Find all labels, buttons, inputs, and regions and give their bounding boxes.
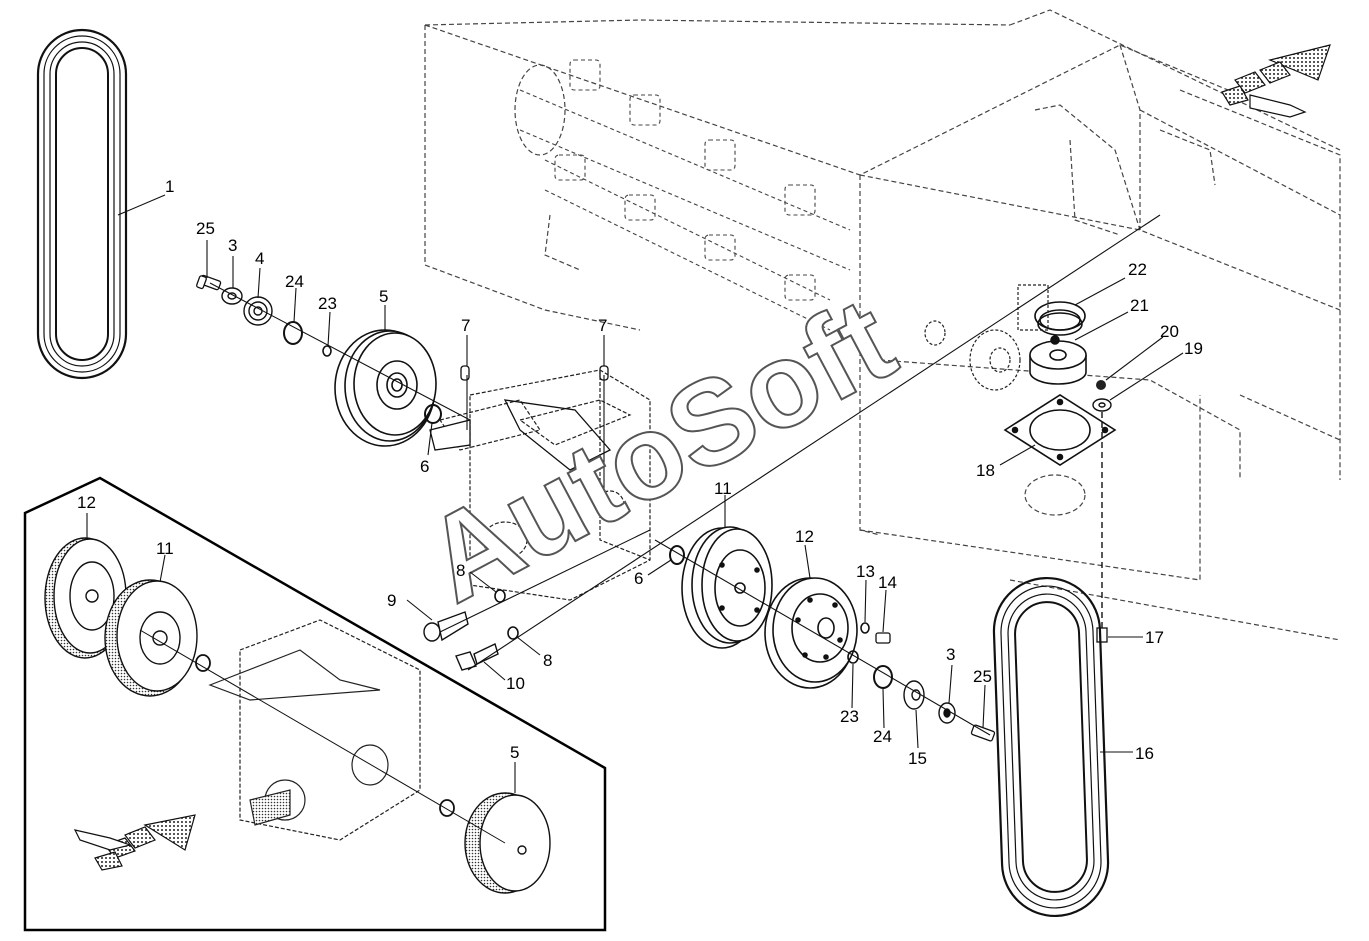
callout-12-inset: 12 — [77, 493, 96, 512]
pulley-11 — [681, 526, 773, 649]
callout-6-right: 6 — [634, 569, 643, 588]
callout-10: 10 — [506, 674, 525, 693]
callout-13: 13 — [856, 562, 875, 581]
inset-pulley-11 — [104, 579, 198, 697]
inset-o-ring-2 — [439, 799, 455, 817]
clamp-22 — [1034, 301, 1086, 336]
shaft-phantom — [519, 59, 851, 331]
hub-4 — [243, 296, 273, 326]
callout-labels: 1 25 3 4 24 23 5 7 7 6 12 11 8 9 10 8 6 … — [77, 177, 1203, 768]
bolt-25-right — [970, 724, 996, 742]
washer-13 — [860, 622, 870, 634]
callout-24-left: 24 — [285, 272, 304, 291]
leader-lines — [86, 194, 1184, 793]
callout-3-left: 3 — [228, 236, 237, 255]
pulley-12 — [764, 577, 858, 689]
callout-18: 18 — [976, 461, 995, 480]
callout-12: 12 — [795, 527, 814, 546]
callout-1: 1 — [165, 177, 174, 196]
callout-6-left: 6 — [420, 457, 429, 476]
inset-o-ring — [195, 654, 211, 672]
inset-gearbox — [208, 619, 421, 841]
callout-8-upper: 8 — [456, 561, 465, 580]
frame-phantom — [424, 9, 1341, 641]
callout-17: 17 — [1145, 628, 1164, 647]
inset-pulley-5 — [464, 792, 551, 894]
callout-25-left: 25 — [196, 219, 215, 238]
bolt-14 — [875, 632, 891, 644]
o-ring-6-right — [669, 545, 685, 565]
callout-3-right: 3 — [946, 645, 955, 664]
callout-5-inset: 5 — [510, 743, 519, 762]
pulley-5 — [334, 329, 437, 447]
v-belt-16 — [992, 576, 1110, 918]
callout-21: 21 — [1130, 296, 1149, 315]
bolt-10 — [455, 643, 499, 671]
ring-23-left — [322, 345, 332, 357]
inset-panel — [23, 476, 607, 932]
washers-8 — [494, 589, 519, 640]
axis-lines — [209, 214, 1161, 736]
callout-9: 9 — [387, 591, 396, 610]
o-ring-6-left — [424, 404, 442, 424]
bolt-17 — [1096, 412, 1108, 643]
watermark: AutoSoft — [404, 272, 914, 628]
callout-8-lower: 8 — [543, 651, 552, 670]
o-ring-24-left — [283, 321, 303, 345]
v-belt-1 — [36, 28, 128, 380]
callout-11-inset: 11 — [156, 539, 174, 558]
callout-5: 5 — [379, 287, 388, 306]
callout-20: 20 — [1160, 322, 1179, 341]
callout-16: 16 — [1135, 744, 1154, 763]
callout-23-right: 23 — [840, 707, 859, 726]
callout-7-left: 7 — [461, 316, 470, 335]
bolt-25-left — [196, 274, 222, 291]
o-ring-24-right — [873, 665, 893, 689]
callout-14: 14 — [878, 573, 897, 592]
callout-7-right: 7 — [598, 316, 607, 335]
direction-arrow-inset-icon — [73, 814, 196, 871]
callout-22: 22 — [1128, 260, 1147, 279]
bearing-21 — [1029, 335, 1087, 385]
nut-20 — [1096, 380, 1106, 390]
callout-24-right: 24 — [873, 727, 892, 746]
callout-4: 4 — [255, 249, 264, 268]
keys-7 — [460, 365, 609, 381]
plate-18 — [1003, 394, 1117, 466]
callout-23-left: 23 — [318, 294, 337, 313]
direction-arrow-top-right-icon — [1221, 44, 1331, 118]
callout-11: 11 — [714, 479, 732, 498]
inset-axis-line — [139, 629, 506, 844]
gearbox — [439, 369, 651, 601]
callout-19: 19 — [1184, 339, 1203, 358]
washer-19 — [1092, 398, 1112, 412]
bearing-mount-upper — [924, 284, 1049, 391]
gearbox-lever — [429, 399, 612, 471]
ring-23-right — [847, 650, 859, 664]
callout-15: 15 — [908, 749, 927, 768]
callout-25-right: 25 — [973, 667, 992, 686]
